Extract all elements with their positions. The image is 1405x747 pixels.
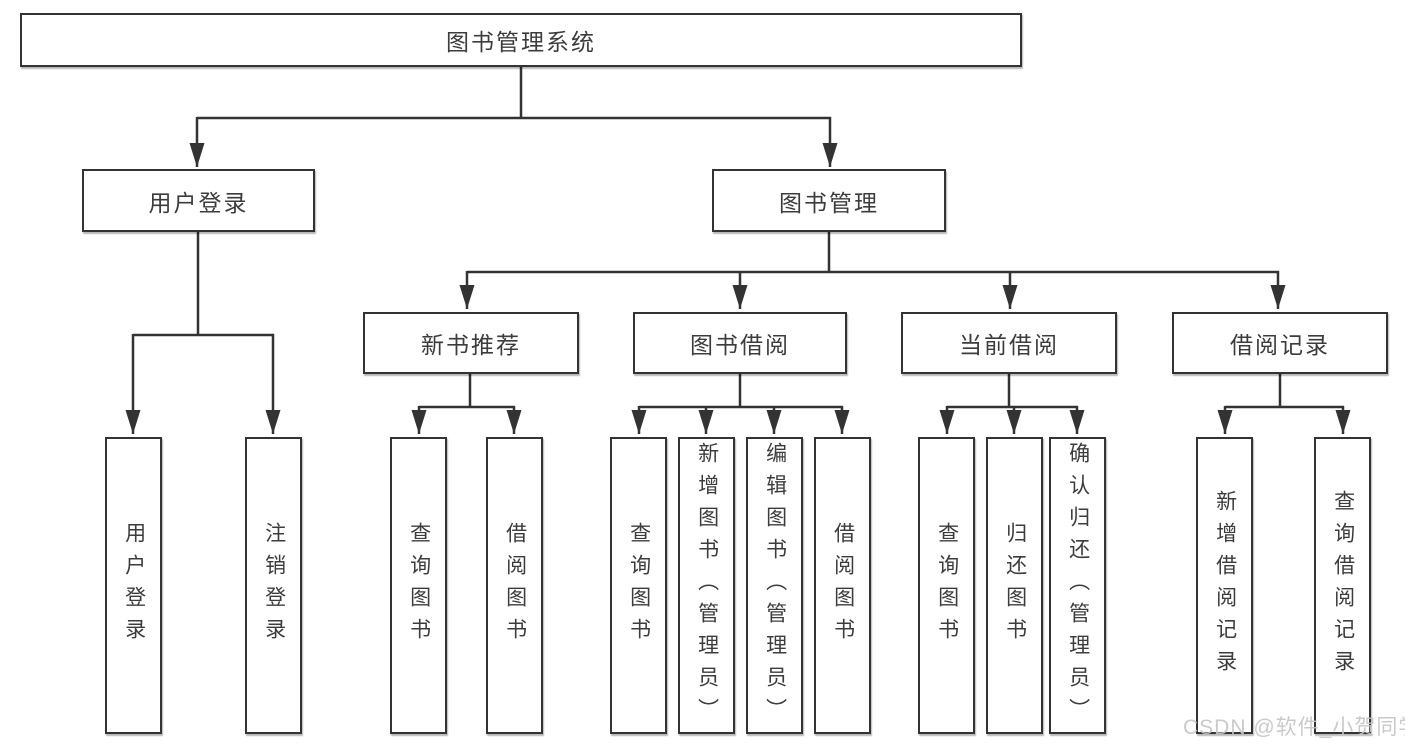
node-user-login-label: 用户登录 xyxy=(122,521,146,650)
node-return-book-label: 归还图书 xyxy=(1003,521,1027,650)
node-book-management-group: 图书管理 xyxy=(712,169,946,232)
node-user-login-group-label: 用户登录 xyxy=(148,189,249,216)
node-new-book-recommend-label: 新书推荐 xyxy=(421,332,521,358)
node-query-books-borrow-label: 查询图书 xyxy=(627,521,651,650)
node-book-borrow-label: 图书借阅 xyxy=(690,332,790,358)
node-query-books-current: 查询图书 xyxy=(918,437,975,734)
node-library-system: 图书管理系统 xyxy=(20,13,1022,67)
node-current-borrow-label: 当前借阅 xyxy=(959,332,1059,358)
node-add-book-admin: 新增图书（管理员） xyxy=(678,437,735,734)
node-query-borrow-record-label: 查询借阅记录 xyxy=(1331,489,1355,682)
node-book-borrow: 图书借阅 xyxy=(633,312,847,374)
node-query-books-borrow: 查询图书 xyxy=(610,437,667,734)
node-add-borrow-record-label: 新增借阅记录 xyxy=(1213,489,1237,682)
node-add-borrow-record: 新增借阅记录 xyxy=(1196,437,1253,734)
node-query-books-recommend: 查询图书 xyxy=(390,437,447,734)
node-logout: 注销登录 xyxy=(245,437,302,734)
node-book-management-group-label: 图书管理 xyxy=(779,189,879,216)
node-library-system-label: 图书管理系统 xyxy=(446,29,596,55)
node-return-book: 归还图书 xyxy=(986,437,1043,734)
node-borrow-books-borrow-label: 借阅图书 xyxy=(831,521,855,650)
node-user-login: 用户登录 xyxy=(105,437,162,734)
node-query-books-current-label: 查询图书 xyxy=(935,521,959,650)
node-borrow-books-recommend-label: 借阅图书 xyxy=(503,521,527,650)
node-borrow-books-borrow: 借阅图书 xyxy=(814,437,871,734)
node-borrow-records-label: 借阅记录 xyxy=(1230,332,1330,358)
node-confirm-return-admin: 确认归还（管理员） xyxy=(1049,437,1106,734)
node-new-book-recommend: 新书推荐 xyxy=(363,312,579,374)
node-query-borrow-record: 查询借阅记录 xyxy=(1314,437,1371,734)
node-add-book-admin-label: 新增图书（管理员） xyxy=(695,441,719,730)
node-current-borrow: 当前借阅 xyxy=(901,312,1117,374)
node-user-login-group: 用户登录 xyxy=(82,169,315,232)
node-edit-book-admin: 编辑图书（管理员） xyxy=(746,437,803,734)
node-edit-book-admin-label: 编辑图书（管理员） xyxy=(763,441,787,730)
csdn-watermark: CSDN @软件_小贺同学 xyxy=(1183,716,1405,739)
node-confirm-return-admin-label: 确认归还（管理员） xyxy=(1066,441,1090,730)
node-logout-label: 注销登录 xyxy=(262,521,286,650)
node-borrow-records: 借阅记录 xyxy=(1172,312,1388,374)
node-borrow-books-recommend: 借阅图书 xyxy=(486,437,543,734)
node-query-books-recommend-label: 查询图书 xyxy=(407,521,431,650)
